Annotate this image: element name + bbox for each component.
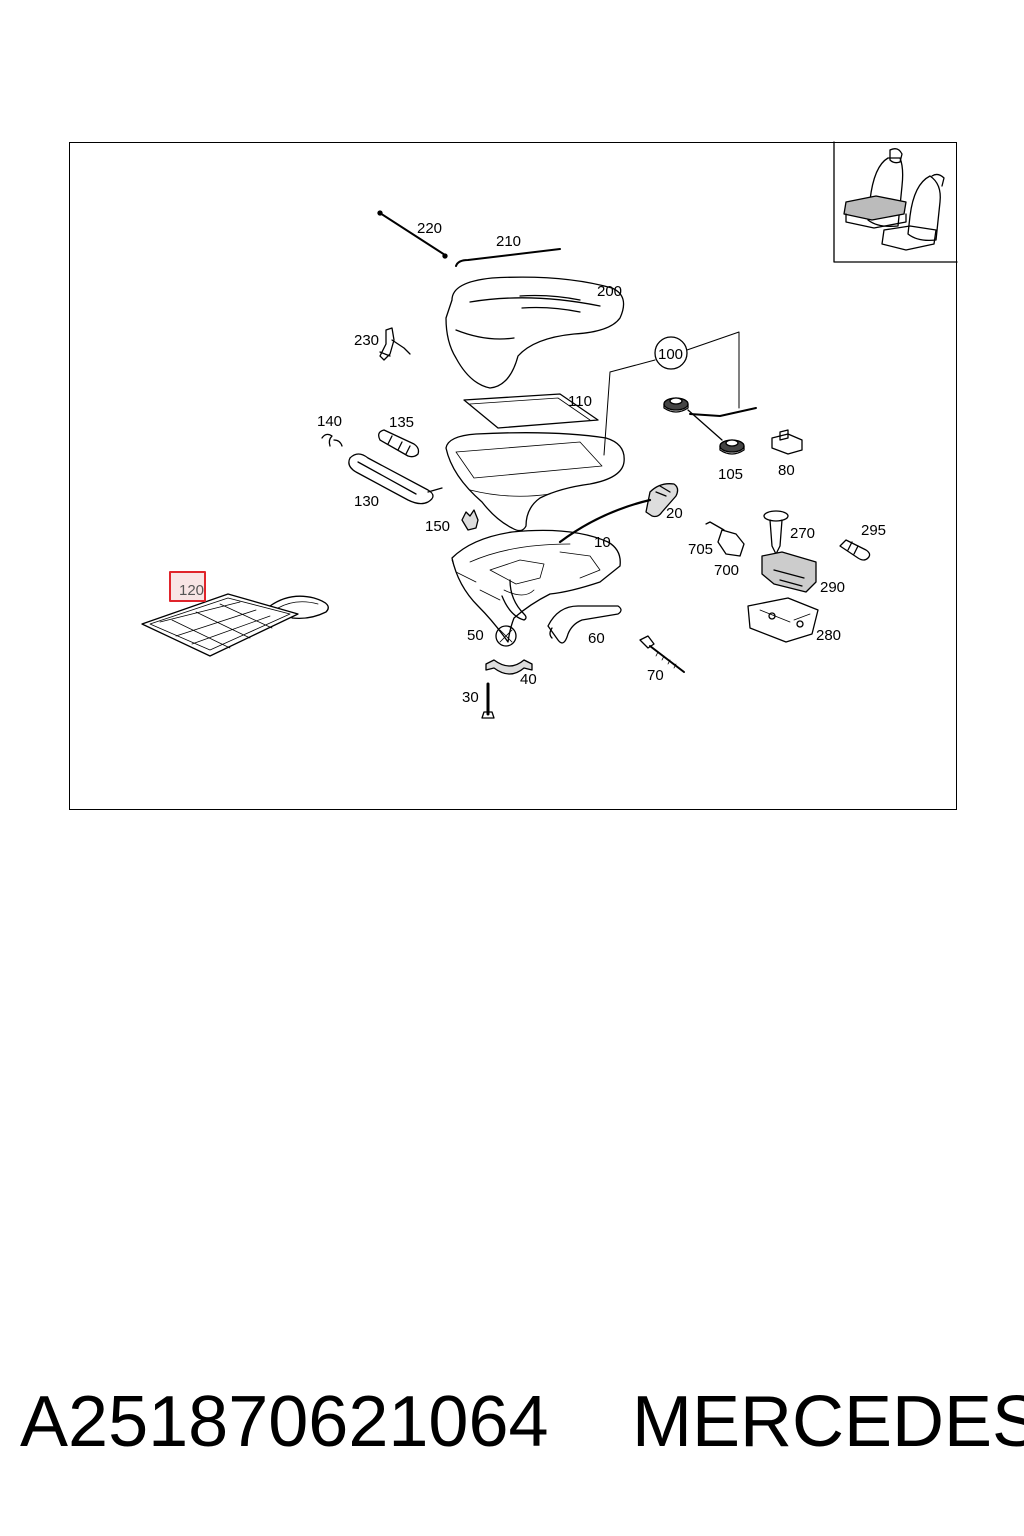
part-230-clip	[379, 327, 411, 361]
label-120: 120	[179, 582, 204, 599]
part-270-push-pin	[763, 510, 789, 555]
part-120-heater-mat	[141, 593, 329, 657]
exploded-parts-diagram: 220 210 200 230 100 110 140 135 130 105 …	[141, 141, 958, 719]
seat-thumbnail-inset	[833, 141, 958, 263]
part-200-seat-cover	[445, 276, 625, 389]
part-295-lamp	[839, 539, 871, 561]
label-80: 80	[778, 462, 795, 479]
part-135-adjuster	[378, 429, 420, 458]
callout-100-circle	[654, 336, 688, 370]
part-210-wire	[455, 248, 561, 267]
part-60-lever	[547, 605, 622, 644]
label-210: 210	[496, 233, 521, 250]
label-150: 150	[425, 518, 450, 535]
part-220-rod	[379, 212, 446, 256]
part-80-clip	[771, 429, 803, 455]
part-30-bolt	[481, 682, 495, 719]
footer: A251870621064 MERCEDES	[0, 1372, 1024, 1472]
part-20-bracket	[558, 483, 679, 544]
part-40-strap	[485, 659, 533, 675]
highlight-box-120[interactable]	[169, 571, 206, 602]
part-seat-cushion	[445, 432, 625, 532]
part-10-seat-frame	[451, 529, 621, 643]
label-30: 30	[462, 689, 479, 706]
label-140: 140	[317, 413, 342, 430]
part-105-sensors	[663, 397, 757, 455]
part-150-clip	[461, 509, 479, 531]
label-100: 100	[658, 346, 683, 363]
label-290: 290	[820, 579, 845, 596]
label-10: 10	[594, 534, 611, 551]
part-290-switch	[761, 551, 817, 593]
label-135: 135	[389, 414, 414, 431]
part-70-bolt	[639, 635, 685, 673]
label-295: 295	[861, 522, 886, 539]
label-700: 700	[714, 562, 739, 579]
label-705: 705	[688, 541, 713, 558]
label-230: 230	[354, 332, 379, 349]
label-20: 20	[666, 505, 683, 522]
part-130-rail	[348, 453, 443, 505]
label-70: 70	[647, 667, 664, 684]
label-220: 220	[417, 220, 442, 237]
label-280: 280	[816, 627, 841, 644]
part-280-cover	[747, 597, 819, 643]
part-700-connector	[717, 529, 745, 557]
diagram-frame	[69, 142, 957, 810]
part-140-clip	[321, 433, 343, 447]
label-40: 40	[520, 671, 537, 688]
label-60: 60	[588, 630, 605, 647]
label-200: 200	[597, 283, 622, 300]
label-270: 270	[790, 525, 815, 542]
label-105: 105	[718, 466, 743, 483]
seat-thumbnail-icon	[843, 148, 945, 251]
label-50: 50	[467, 627, 484, 644]
label-130: 130	[354, 493, 379, 510]
part-110-heater-pad	[463, 393, 599, 429]
brand-name: MERCEDES	[632, 1382, 1024, 1462]
label-110: 110	[568, 393, 592, 410]
part-50-nut	[495, 625, 517, 647]
part-number: A251870621064	[20, 1382, 549, 1462]
part-10-frame-flap	[501, 579, 527, 621]
part-705-screw	[705, 521, 725, 531]
